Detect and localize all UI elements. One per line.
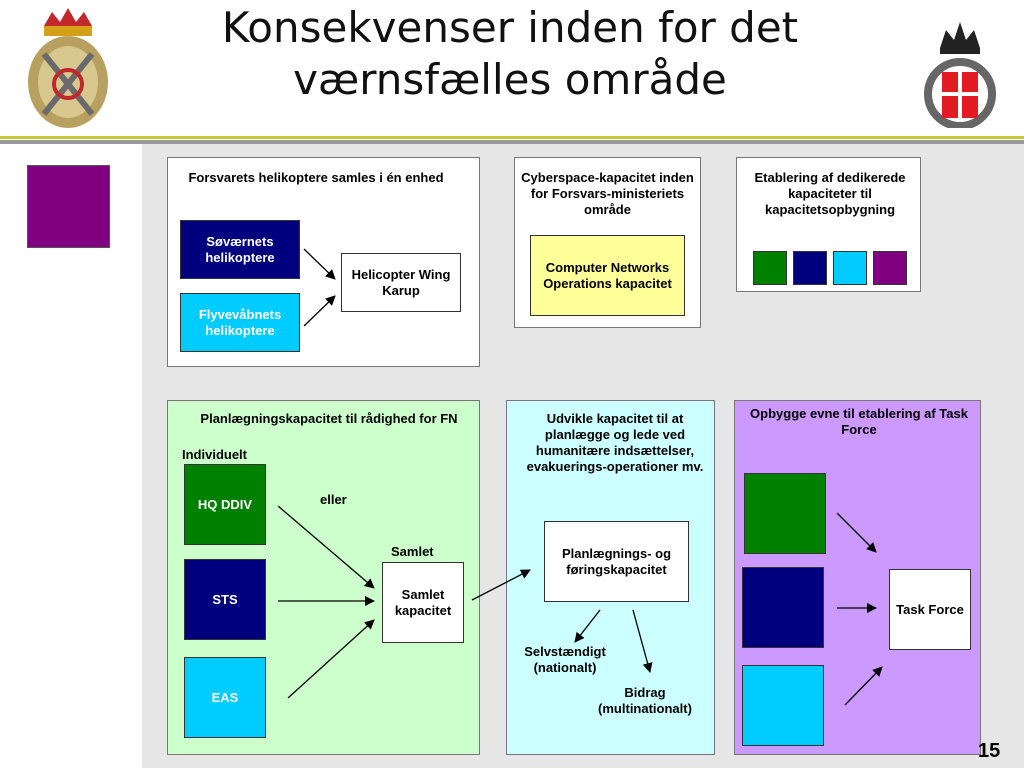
planlaegning-foering-box: Planlægnings- og føringskapacitet	[544, 521, 689, 602]
task-force-box: Task Force	[889, 569, 971, 650]
task-cyan-square	[742, 665, 824, 746]
hq-ddiv-box: HQ DDIV	[184, 464, 266, 545]
eas-box: EAS	[184, 657, 266, 738]
panel-fn-planning-heading: Planlægningskapacitet til rådighed for F…	[200, 411, 458, 426]
samlet-label: Samlet	[391, 544, 434, 559]
panel-kapacitetsopbygning-heading: Etablering af dedikerede kapaciteter til…	[754, 170, 906, 217]
panel-helicopters-heading: Forsvarets helikoptere samles i én enhed	[188, 170, 444, 185]
navy-capacity-square	[793, 251, 827, 285]
task-navy-square	[742, 567, 824, 648]
panel-task-force-heading: Opbygge evne til etablering af Task Forc…	[750, 406, 968, 437]
sts-box: STS	[184, 559, 266, 640]
individuelt-label: Individuelt	[182, 447, 247, 462]
purple-capacity-square	[873, 251, 907, 285]
page-title: Konsekvenser inden for det værnsfælles o…	[221, 3, 799, 104]
danish-defence-logo	[920, 8, 1000, 130]
legend-purple-square	[27, 165, 110, 248]
cno-kapacitet-box: Computer Networks Operations kapacitet	[530, 235, 685, 316]
army-crest-logo	[22, 4, 114, 132]
bidrag-label: Bidrag (multinationalt)	[598, 685, 692, 716]
header-rule-yellow	[0, 136, 1024, 139]
selvstaendigt-label: Selvstændigt (nationalt)	[524, 644, 606, 675]
green-capacity-square	[753, 251, 787, 285]
panel-cyberspace-heading: Cyberspace-kapacitet inden for Forsvars-…	[521, 170, 694, 217]
header-rule-gray	[0, 140, 1024, 144]
flyvevaabnets-helikoptere-box: Flyvevåbnets helikoptere	[180, 293, 300, 352]
task-green-square	[744, 473, 826, 554]
cyan-capacity-square	[833, 251, 867, 285]
soevaernets-helikoptere-box: Søværnets helikoptere	[180, 220, 300, 279]
samlet-kapacitet-box: Samlet kapacitet	[382, 562, 464, 643]
left-margin	[0, 144, 142, 768]
helicopter-wing-karup-box: Helicopter Wing Karup	[341, 253, 461, 312]
page-number: 15	[978, 740, 1001, 762]
panel-humanitarian-heading: Udvikle kapacitet til at planlægge og le…	[526, 411, 704, 474]
eller-label: eller	[320, 492, 347, 507]
